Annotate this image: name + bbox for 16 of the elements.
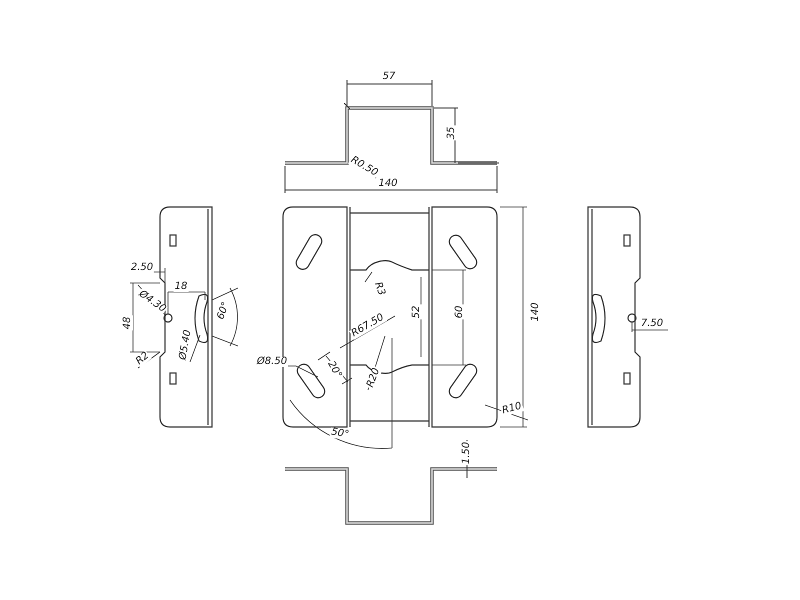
- dimension-label: R20: [366, 366, 382, 390]
- dimension-label: 1.50: [462, 440, 472, 466]
- dimension-label: 35: [447, 126, 457, 140]
- dimension-label: 18: [174, 282, 188, 292]
- dimension-label: 2.50: [130, 263, 154, 273]
- dimension-label: 140: [531, 301, 541, 323]
- dimension-label: 60: [455, 304, 465, 320]
- dimension-label: Ø8.50: [256, 357, 288, 367]
- dimension-label: 7.50: [640, 319, 664, 329]
- dimension-label: 48: [123, 316, 133, 330]
- dimension-label: 52: [412, 304, 422, 320]
- dimension-label: 140: [377, 179, 399, 189]
- dimension-label: R10: [500, 401, 524, 417]
- dimension-label: 50°: [329, 427, 351, 441]
- dimension-label: 57: [382, 72, 396, 82]
- dimension-label: R2: [134, 350, 152, 368]
